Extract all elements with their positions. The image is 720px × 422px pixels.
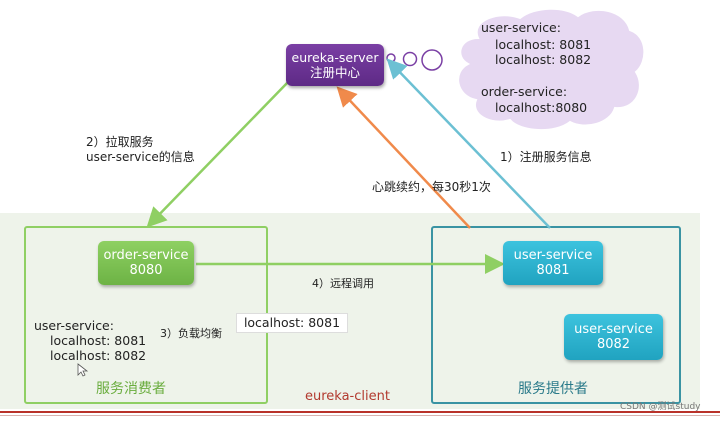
node-port: 8082 bbox=[596, 337, 631, 352]
consumer-list-text: localhost: 8081 bbox=[50, 333, 147, 348]
thought-bubble-small bbox=[386, 53, 396, 63]
provider-group-box bbox=[431, 226, 681, 404]
selected-address-box: localhost: 8081 bbox=[236, 313, 348, 333]
consumer-list-text: user-service: bbox=[34, 318, 114, 333]
node-name: user-service bbox=[513, 248, 593, 263]
register-arrow bbox=[386, 58, 551, 229]
user-service-node-8082[interactable]: user-service 8082 bbox=[564, 314, 663, 360]
watermark: CSDN @测试study bbox=[620, 402, 701, 412]
pull-arrow bbox=[146, 79, 291, 228]
heartbeat-label: 心跳续约，每30秒1次 bbox=[372, 180, 491, 194]
cloud-text: localhost: 8081 bbox=[495, 37, 592, 52]
consumer-list-text: localhost: 8082 bbox=[50, 348, 147, 363]
eureka-server-node[interactable]: eureka-server 注册中心 bbox=[286, 44, 384, 86]
cloud-text: localhost:8080 bbox=[495, 100, 588, 115]
node-port: 8081 bbox=[536, 263, 570, 278]
cloud-shape bbox=[457, 7, 646, 132]
register-label: 1）注册服务信息 bbox=[500, 150, 592, 164]
node-name: eureka-server bbox=[291, 50, 379, 65]
node-name: order-service bbox=[103, 248, 189, 263]
node-name: user-service bbox=[574, 322, 653, 337]
provider-group-label: 服务提供者 bbox=[518, 381, 588, 397]
eureka-client-label: eureka-client bbox=[305, 389, 390, 404]
thought-bubble-medium bbox=[402, 51, 418, 67]
pull-label: 2）拉取服务 bbox=[86, 135, 154, 149]
user-service-node-8081[interactable]: user-service 8081 bbox=[503, 241, 603, 285]
load-balance-label: 3）负载均衡 bbox=[160, 327, 222, 340]
cloud-text: order-service: bbox=[481, 84, 568, 99]
divider bbox=[0, 411, 720, 413]
mouse-cursor-icon bbox=[77, 363, 89, 377]
heartbeat-arrow bbox=[336, 86, 471, 229]
cloud-text: localhost: 8082 bbox=[495, 52, 592, 67]
order-service-node[interactable]: order-service 8080 bbox=[98, 241, 194, 285]
thought-bubble-large bbox=[421, 49, 443, 71]
cloud-text: user-service: bbox=[481, 20, 561, 35]
remote-call-label: 4）远程调用 bbox=[312, 277, 374, 290]
divider bbox=[0, 415, 720, 416]
node-port: 8080 bbox=[129, 263, 163, 278]
node-subtitle: 注册中心 bbox=[309, 65, 360, 80]
pull-label: user-service的信息 bbox=[86, 150, 195, 164]
consumer-group-label: 服务消费者 bbox=[96, 381, 166, 397]
